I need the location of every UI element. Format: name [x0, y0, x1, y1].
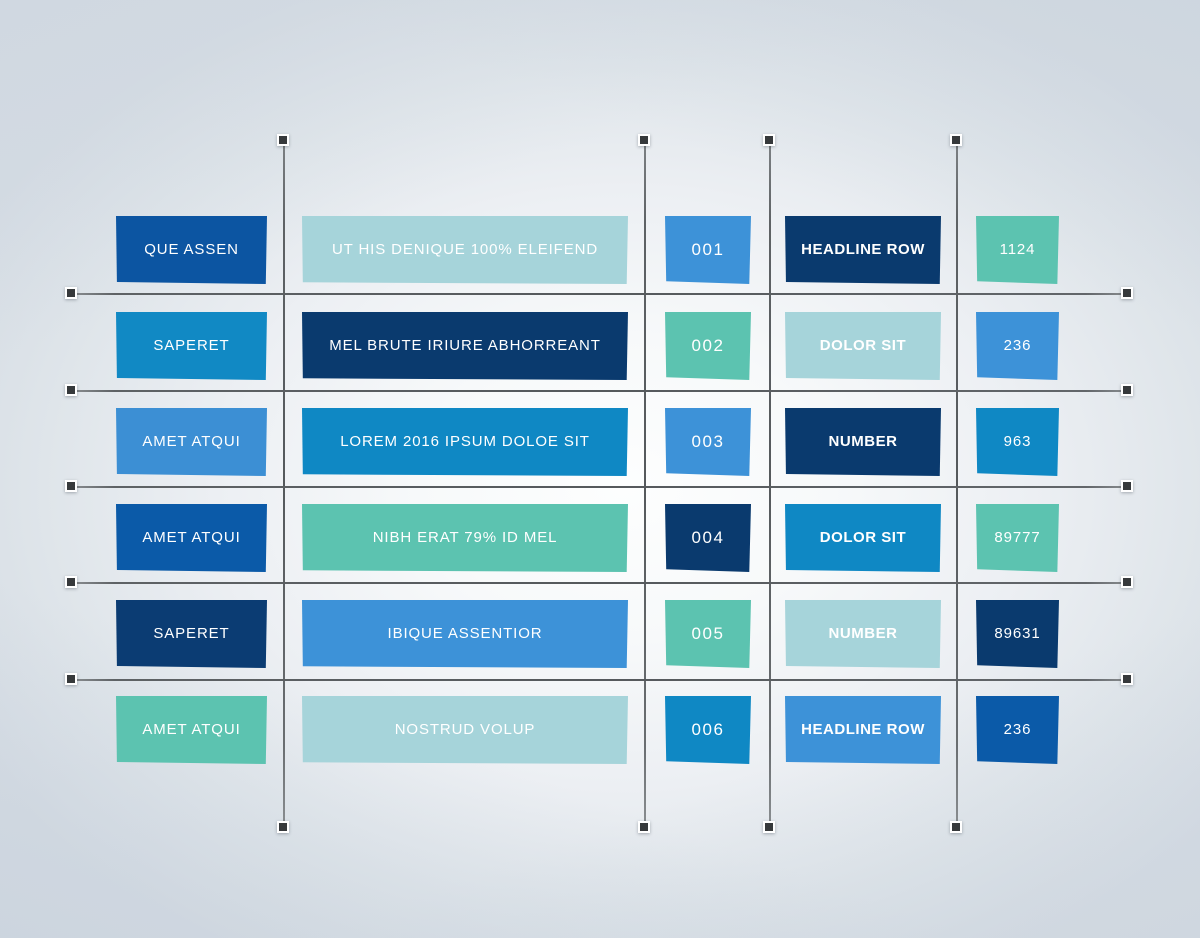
cell-label: 003: [691, 431, 725, 451]
cell-label: NIBH ERAT 79% ID MEL: [372, 528, 558, 546]
vertical-guide-line: [956, 141, 958, 828]
cell-headline-row-2[interactable]: MEL BRUTE IRIURE ABHORREANT: [302, 312, 628, 380]
cell-label: DOLOR SIT: [819, 336, 907, 354]
cell-category-row-6[interactable]: HEADLINE ROW: [785, 696, 941, 764]
cell-label: 002: [691, 335, 725, 355]
cell-headline-row-1[interactable]: UT HIS DENIQUE 100% ELEIFEND: [302, 216, 628, 284]
cell-headline-row-4[interactable]: NIBH ERAT 79% ID MEL: [302, 504, 628, 572]
horizontal-guide-line: [72, 582, 1128, 584]
cell-label: 963: [1003, 432, 1032, 450]
cell-headline-row-6[interactable]: NOSTRUD VOLUP: [302, 696, 628, 764]
cell-label: AMET ATQUI: [142, 720, 241, 738]
cell-label: NUMBER: [828, 432, 898, 450]
cell-value-row-1[interactable]: 1124: [976, 216, 1059, 284]
cell-label: NUMBER: [828, 624, 898, 642]
cell-label: LOREM 2016 IPSUM DOLOE SIT: [340, 432, 590, 450]
cell-label-row-1[interactable]: QUE ASSEN: [116, 216, 267, 284]
cell-category-row-4[interactable]: DOLOR SIT: [785, 504, 941, 572]
guide-node-bottom[interactable]: [763, 821, 775, 833]
horizontal-guide-line: [72, 679, 1128, 681]
guide-node-right[interactable]: [1121, 576, 1133, 588]
guide-node-left[interactable]: [65, 384, 77, 396]
cell-label: DOLOR SIT: [819, 528, 907, 546]
cell-index-row-2[interactable]: 002: [665, 312, 751, 380]
cell-label: UT HIS DENIQUE 100% ELEIFEND: [331, 240, 599, 258]
horizontal-guide-line: [72, 390, 1128, 392]
cell-label-row-5[interactable]: SAPERET: [116, 600, 267, 668]
cell-index-row-5[interactable]: 005: [665, 600, 751, 668]
cell-label-row-6[interactable]: AMET ATQUI: [116, 696, 267, 764]
guide-node-left[interactable]: [65, 480, 77, 492]
cell-label: AMET ATQUI: [142, 528, 241, 546]
cell-label: SAPERET: [153, 336, 230, 354]
guide-node-bottom[interactable]: [638, 821, 650, 833]
cell-label-row-3[interactable]: AMET ATQUI: [116, 408, 267, 476]
cell-index-row-3[interactable]: 003: [665, 408, 751, 476]
vertical-guide-line: [644, 141, 646, 828]
guide-node-bottom[interactable]: [950, 821, 962, 833]
cell-label: IBIQUE ASSENTIOR: [387, 624, 543, 642]
cell-value-row-2[interactable]: 236: [976, 312, 1059, 380]
cell-value-row-4[interactable]: 89777: [976, 504, 1059, 572]
cell-label-row-4[interactable]: AMET ATQUI: [116, 504, 267, 572]
guide-node-right[interactable]: [1121, 384, 1133, 396]
guide-node-right[interactable]: [1121, 480, 1133, 492]
cell-label: 89777: [994, 528, 1041, 546]
cell-index-row-4[interactable]: 004: [665, 504, 751, 572]
guide-node-top[interactable]: [277, 134, 289, 146]
cell-label: 89631: [994, 624, 1041, 642]
horizontal-guide-line: [72, 293, 1128, 295]
cell-value-row-6[interactable]: 236: [976, 696, 1059, 764]
cell-headline-row-5[interactable]: IBIQUE ASSENTIOR: [302, 600, 628, 668]
cell-label: AMET ATQUI: [142, 432, 241, 450]
guide-node-right[interactable]: [1121, 673, 1133, 685]
cell-label: MEL BRUTE IRIURE ABHORREANT: [329, 336, 601, 354]
cell-label: 236: [1003, 720, 1032, 738]
guide-node-right[interactable]: [1121, 287, 1133, 299]
guide-node-top[interactable]: [638, 134, 650, 146]
cell-label: 001: [691, 239, 725, 259]
cell-label: 1124: [999, 240, 1036, 258]
cell-label: HEADLINE ROW: [801, 720, 925, 738]
horizontal-guide-line: [72, 486, 1128, 488]
cell-index-row-1[interactable]: 001: [665, 216, 751, 284]
vertical-guide-line: [769, 141, 771, 828]
cell-label: HEADLINE ROW: [801, 240, 925, 258]
guide-node-left[interactable]: [65, 287, 77, 299]
guide-node-left[interactable]: [65, 673, 77, 685]
cell-label: SAPERET: [153, 624, 230, 642]
cell-label: NOSTRUD VOLUP: [394, 720, 536, 738]
guide-node-top[interactable]: [763, 134, 775, 146]
cell-category-row-1[interactable]: HEADLINE ROW: [785, 216, 941, 284]
cell-value-row-3[interactable]: 963: [976, 408, 1059, 476]
cell-label: 004: [691, 527, 725, 547]
cell-category-row-2[interactable]: DOLOR SIT: [785, 312, 941, 380]
cell-label: 005: [691, 623, 725, 643]
cell-label-row-2[interactable]: SAPERET: [116, 312, 267, 380]
guide-node-top[interactable]: [950, 134, 962, 146]
cell-headline-row-3[interactable]: LOREM 2016 IPSUM DOLOE SIT: [302, 408, 628, 476]
guide-node-left[interactable]: [65, 576, 77, 588]
cell-label: QUE ASSEN: [144, 240, 239, 258]
cell-label: 006: [691, 719, 725, 739]
cell-category-row-3[interactable]: NUMBER: [785, 408, 941, 476]
cell-value-row-5[interactable]: 89631: [976, 600, 1059, 668]
vertical-guide-line: [283, 141, 285, 828]
cell-label: 236: [1003, 336, 1032, 354]
cell-category-row-5[interactable]: NUMBER: [785, 600, 941, 668]
guide-node-bottom[interactable]: [277, 821, 289, 833]
cell-index-row-6[interactable]: 006: [665, 696, 751, 764]
